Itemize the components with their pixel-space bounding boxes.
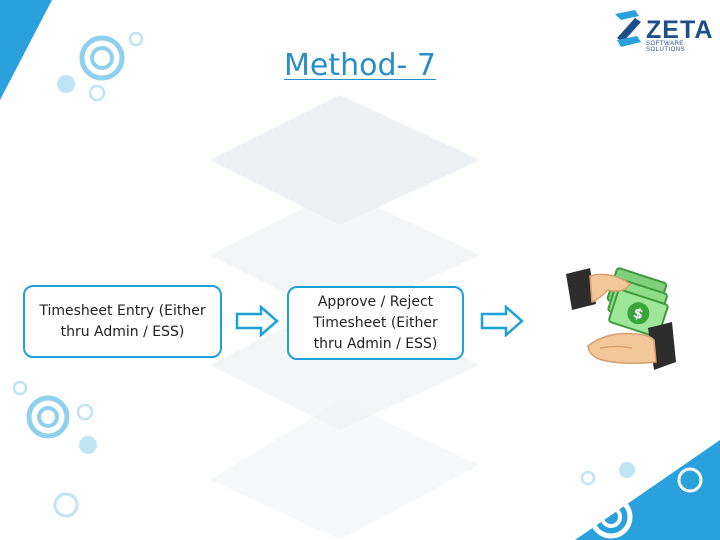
right-arrow-icon: [235, 305, 279, 337]
step-box-approve-reject: Approve / Reject Timesheet (Either thru …: [287, 286, 464, 360]
center-watermark: [210, 95, 480, 540]
svg-text:$: $: [631, 305, 645, 323]
logo-tagline: SOFTWARE SOLUTIONS: [646, 41, 686, 53]
corner-triangle-bottom-right: [575, 440, 720, 540]
payment-hands-money-icon: $: [566, 267, 676, 370]
circles-bottom-left: [12, 380, 97, 518]
step-box-timesheet-entry: Timesheet Entry (Either thru Admin / ESS…: [23, 285, 222, 358]
right-arrow-icon: [480, 305, 524, 337]
circles-top-left: [57, 31, 144, 102]
logo-name: ZETA: [646, 16, 714, 44]
zeta-logo-icon: [615, 10, 641, 47]
step-label: Timesheet Entry (Either thru Admin / ESS…: [39, 302, 206, 340]
circles-bottom-right: [580, 462, 703, 539]
step-label: Approve / Reject Timesheet (Either thru …: [313, 293, 438, 352]
page-title: Method- 7: [284, 48, 436, 83]
corner-triangle-top-left: [0, 0, 52, 100]
